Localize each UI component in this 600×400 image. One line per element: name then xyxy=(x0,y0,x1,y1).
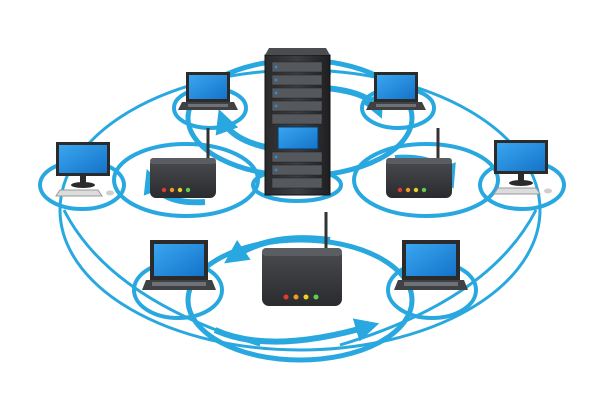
arrow-bottom-lower xyxy=(213,318,380,345)
wireless-router-icon xyxy=(386,128,452,198)
desktop-computer-icon xyxy=(493,140,552,195)
laptop-icon xyxy=(178,72,238,110)
laptop-icon xyxy=(366,72,426,110)
laptop-icon xyxy=(394,240,468,290)
arrow-bottom-upper xyxy=(224,235,331,264)
laptop-icon xyxy=(142,240,216,290)
server-screen xyxy=(277,126,319,150)
desktop-computer-icon xyxy=(55,142,114,197)
router-ring-left xyxy=(112,142,260,218)
arrow-server-left xyxy=(215,108,271,151)
wireless-router-icon xyxy=(150,128,216,198)
server-rack-icon xyxy=(264,48,331,196)
router-ring-right xyxy=(352,142,500,218)
wireless-router-icon xyxy=(262,212,342,306)
